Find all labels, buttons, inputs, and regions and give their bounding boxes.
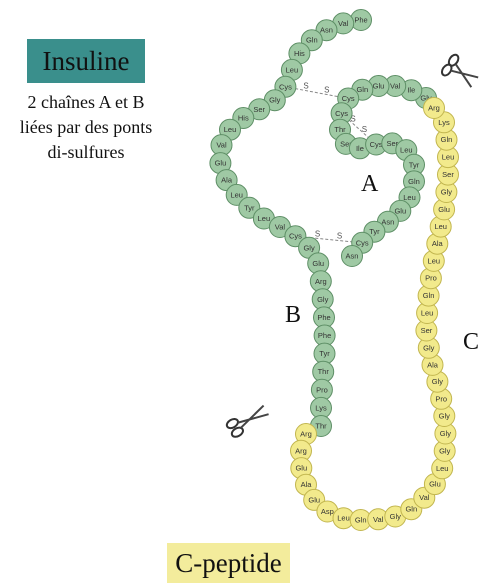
svg-text:Pro: Pro <box>316 385 328 394</box>
svg-text:Tyr: Tyr <box>244 203 255 212</box>
svg-text:Arg: Arg <box>300 430 312 439</box>
residue-a-21: Asn <box>342 246 363 267</box>
svg-text:Gly: Gly <box>441 188 453 197</box>
sulfur-label: S <box>303 82 308 91</box>
svg-text:Ile: Ile <box>407 86 415 95</box>
svg-text:Val: Val <box>373 515 384 524</box>
svg-text:Phe: Phe <box>318 331 331 340</box>
svg-text:Gln: Gln <box>306 36 318 45</box>
svg-text:Gln: Gln <box>356 85 368 94</box>
svg-text:Pro: Pro <box>425 274 437 283</box>
svg-text:Gly: Gly <box>439 446 451 455</box>
svg-text:Tyr: Tyr <box>409 160 420 169</box>
svg-text:Gly: Gly <box>432 377 444 386</box>
sulfur-label: S <box>324 86 329 95</box>
svg-text:Leu: Leu <box>436 464 449 473</box>
svg-text:Phe: Phe <box>317 313 330 322</box>
svg-text:Glu: Glu <box>394 206 406 215</box>
svg-text:Ala: Ala <box>221 176 233 185</box>
svg-text:Val: Val <box>216 141 227 150</box>
svg-text:Cys: Cys <box>370 140 383 149</box>
svg-text:Leu: Leu <box>337 514 350 523</box>
svg-text:Asn: Asn <box>346 252 359 261</box>
svg-text:Lys: Lys <box>438 118 450 127</box>
svg-text:Gln: Gln <box>408 177 420 186</box>
svg-text:Phe: Phe <box>354 16 367 25</box>
chain-label-a: A <box>361 171 379 197</box>
svg-text:Cys: Cys <box>289 232 302 241</box>
svg-text:Tyr: Tyr <box>319 349 330 358</box>
svg-text:Leu: Leu <box>258 214 271 223</box>
svg-text:Glu: Glu <box>438 205 450 214</box>
svg-text:Ser: Ser <box>442 170 454 179</box>
sulfur-label: S <box>315 229 320 238</box>
svg-text:Gln: Gln <box>441 135 453 144</box>
svg-text:Leu: Leu <box>400 146 413 155</box>
svg-text:Gly: Gly <box>269 96 281 105</box>
svg-text:Cys: Cys <box>279 82 292 91</box>
svg-text:Val: Val <box>338 19 349 28</box>
svg-text:Cys: Cys <box>356 238 369 247</box>
svg-text:Cys: Cys <box>335 109 348 118</box>
svg-text:Leu: Leu <box>224 125 237 134</box>
svg-text:Asn: Asn <box>320 26 333 35</box>
svg-text:Glu: Glu <box>429 480 441 489</box>
svg-text:Arg: Arg <box>428 104 440 113</box>
svg-text:Ala: Ala <box>432 239 444 248</box>
svg-text:Gln: Gln <box>423 291 435 300</box>
svg-text:Val: Val <box>275 223 286 232</box>
svg-text:Leu: Leu <box>230 190 243 199</box>
svg-text:Val: Val <box>419 493 430 502</box>
svg-text:Leu: Leu <box>442 153 455 162</box>
svg-text:Lys: Lys <box>315 403 327 412</box>
svg-text:Thr: Thr <box>334 125 346 134</box>
svg-text:Gln: Gln <box>355 516 367 525</box>
svg-text:Glu: Glu <box>373 82 385 91</box>
svg-text:Glu: Glu <box>312 259 324 268</box>
svg-text:Ser: Ser <box>421 326 433 335</box>
svg-text:Asp: Asp <box>321 507 334 516</box>
svg-text:Leu: Leu <box>428 256 441 265</box>
svg-text:Ala: Ala <box>427 360 439 369</box>
svg-text:Gln: Gln <box>405 505 417 514</box>
chain-b: PheValAsnGlnHisLeuCysGlySerHisLeuValGluA… <box>210 10 372 437</box>
scissors-icon <box>440 53 482 92</box>
svg-text:Ala: Ala <box>301 480 313 489</box>
svg-text:Thr: Thr <box>318 367 330 376</box>
svg-text:Thr: Thr <box>315 422 327 431</box>
svg-text:Gly: Gly <box>439 412 451 421</box>
svg-text:Glu: Glu <box>215 159 227 168</box>
svg-text:Arg: Arg <box>315 277 327 286</box>
scissors-icon <box>225 402 270 439</box>
svg-text:Leu: Leu <box>434 222 447 231</box>
svg-text:His: His <box>294 49 305 58</box>
svg-text:Leu: Leu <box>286 65 299 74</box>
svg-text:His: His <box>238 114 249 123</box>
chain-label-b: B <box>285 302 301 328</box>
svg-text:Gly: Gly <box>390 512 402 521</box>
sulfur-label: S <box>337 232 342 241</box>
svg-text:Leu: Leu <box>421 309 434 318</box>
svg-text:Glu: Glu <box>308 495 320 504</box>
svg-text:Gly: Gly <box>303 243 315 252</box>
svg-text:Ile: Ile <box>356 144 364 153</box>
svg-text:Arg: Arg <box>295 446 307 455</box>
svg-text:Asn: Asn <box>381 217 394 226</box>
chain-label-c: C <box>463 329 479 355</box>
svg-text:Pro: Pro <box>435 394 447 403</box>
svg-text:Glu: Glu <box>295 464 307 473</box>
svg-text:Val: Val <box>390 82 401 91</box>
svg-text:Gly: Gly <box>440 429 452 438</box>
sulfur-label: S <box>362 125 367 134</box>
svg-text:Ser: Ser <box>253 105 265 114</box>
svg-text:Tyr: Tyr <box>369 227 380 236</box>
residue-c-35: Arg <box>424 98 445 119</box>
svg-text:Gly: Gly <box>423 343 435 352</box>
svg-text:Gly: Gly <box>317 295 329 304</box>
svg-text:Cys: Cys <box>342 94 355 103</box>
svg-text:Leu: Leu <box>403 193 416 202</box>
